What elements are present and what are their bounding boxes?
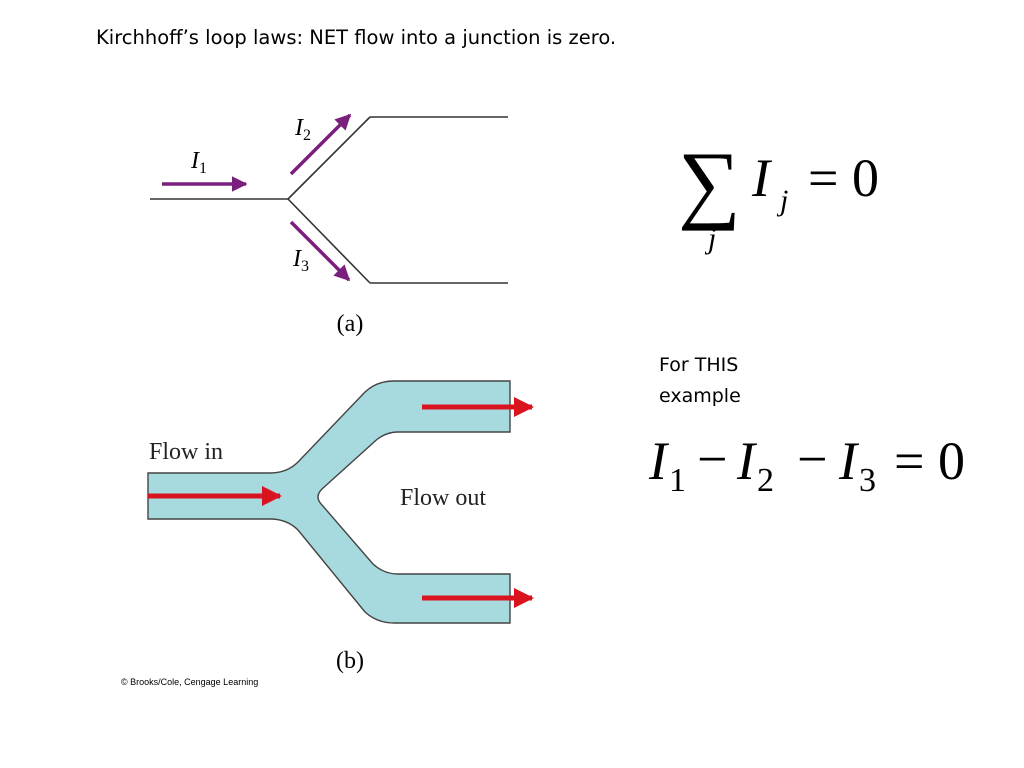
example-rhs: = 0 <box>894 431 965 491</box>
figure-b-pipe: Flow in Flow out (b) <box>147 380 534 674</box>
sum-variable-subscript: j <box>776 184 788 217</box>
equation-general: ∑ I j = 0 j <box>678 135 879 255</box>
current-arrow-i3 <box>289 220 351 282</box>
example-minus-2: − <box>797 429 827 489</box>
example-note-line-2: example <box>659 385 741 407</box>
flow-out-label: Flow out <box>400 485 486 511</box>
example-note: For THIS example <box>659 350 779 412</box>
sum-variable: I <box>751 148 773 208</box>
current-label-i3: I3 <box>292 246 309 275</box>
example-minus-1: − <box>697 429 727 489</box>
figure-a-caption: (a) <box>337 311 364 337</box>
sum-rhs: = 0 <box>808 148 879 208</box>
current-label-i2: I2 <box>294 115 311 144</box>
flow-in-label: Flow in <box>149 439 223 465</box>
slide-title: Kirchhoff’s loop laws: NET flow into a j… <box>96 26 617 49</box>
equation-example: I1 − I2 − I3 = 0 <box>648 429 965 499</box>
sum-symbol: ∑ <box>678 135 741 232</box>
image-credit: © Brooks/Cole, Cengage Learning <box>121 677 259 687</box>
junction-wires <box>150 116 508 284</box>
example-term-i3: I3 <box>838 431 876 499</box>
current-label-i1: I1 <box>190 148 207 177</box>
current-arrow-i2 <box>289 113 352 176</box>
figure-b-caption: (b) <box>336 648 364 674</box>
figure-a-junction: I1 I2 I3 (a) <box>150 113 508 337</box>
example-note-line-1: For THIS <box>659 354 739 376</box>
example-term-i1: I1 <box>648 431 686 499</box>
example-term-i2: I2 <box>736 431 774 499</box>
sum-index: j <box>704 222 716 255</box>
